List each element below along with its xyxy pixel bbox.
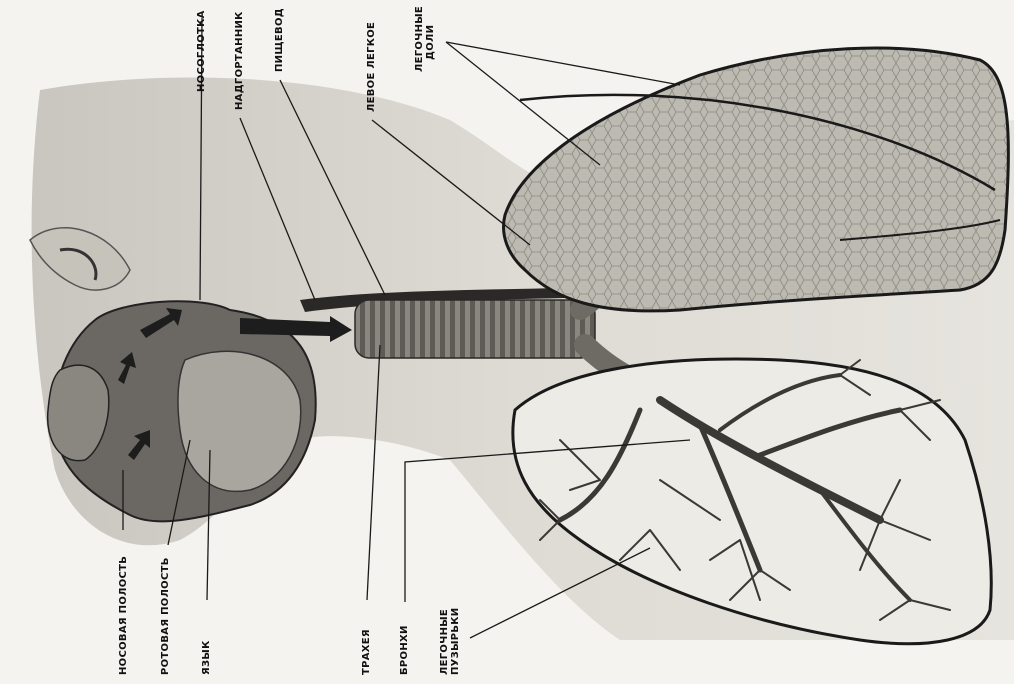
trachea-tube [355, 300, 595, 358]
label-nasal-cavity: НОСОВАЯ ПОЛОСТЬ [118, 556, 129, 675]
label-nasopharynx: НОСОГЛОТКА [196, 10, 207, 92]
label-alveoli-line-1: ЛЕГОЧНЫЕ [439, 608, 450, 675]
label-tongue: ЯЗЫК [201, 640, 212, 675]
label-oral-cavity: РОТОВАЯ ПОЛОСТЬ [160, 557, 171, 675]
label-bronchi: БРОНХИ [399, 625, 410, 675]
label-alveoli: ЛЕГОЧНЫЕ ПУЗЫРЬКИ [439, 608, 461, 675]
label-lung-lobes-line-2: ДОЛИ [425, 6, 436, 72]
label-left-lung: ЛЕВОЕ ЛЕГКОЕ [366, 22, 377, 112]
label-alveoli-line-2: ПУЗЫРЬКИ [450, 608, 461, 675]
label-epiglottis: НАДГОРТАННИК [234, 11, 245, 110]
label-trachea: ТРАХЕЯ [361, 629, 372, 675]
label-esophagus: ПИЩЕВОД [274, 8, 285, 72]
left-lung [504, 48, 1009, 311]
label-lung-lobes: ЛЕГОЧНЫЕ ДОЛИ [414, 6, 436, 72]
label-lung-lobes-line-1: ЛЕГОЧНЫЕ [414, 6, 425, 72]
